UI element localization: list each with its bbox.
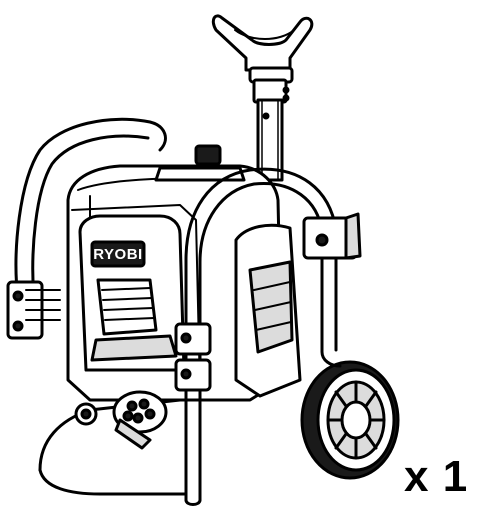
quantity-label: x 1 [404,452,469,501]
rear-wheel [300,360,400,480]
frame-clamps [6,212,362,392]
front-panel: RYOBI [78,214,186,372]
wheel-axle-bracket [320,258,342,368]
front-clamp-upper [174,322,212,356]
water-inlet [74,402,98,426]
telescoping-handle [211,14,314,182]
rear-frame [14,117,167,302]
hose-spool [112,390,168,450]
brand-logo: RYOBI [93,246,142,263]
side-panel [234,223,302,398]
brand-logo-badge [90,240,146,268]
front-clamp-lower [174,358,212,392]
